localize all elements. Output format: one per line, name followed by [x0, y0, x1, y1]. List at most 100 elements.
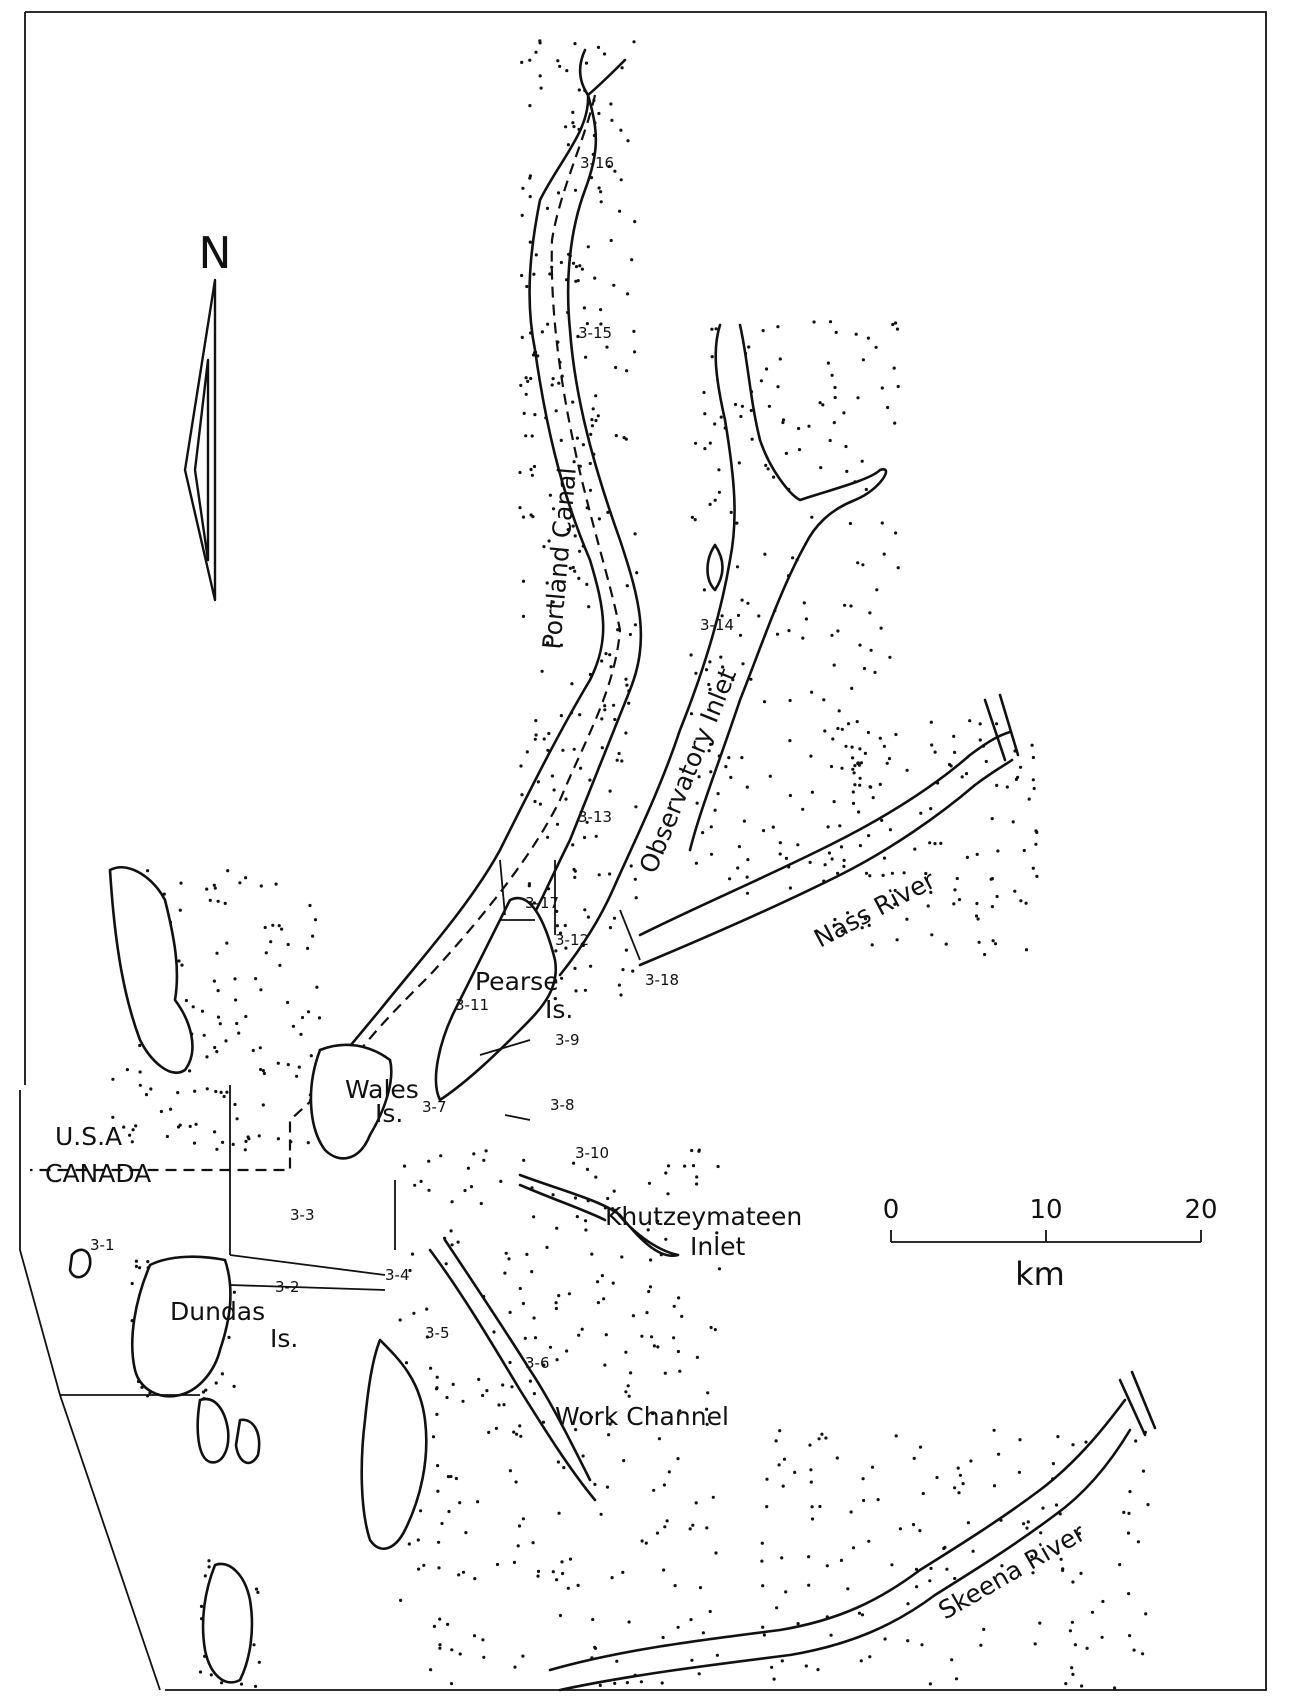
- stipple-dot: [572, 460, 576, 464]
- stipple-dot: [867, 923, 871, 928]
- stipple-dot: [707, 749, 711, 753]
- stipple-dot: [585, 820, 589, 824]
- stipple-dot: [518, 1286, 522, 1291]
- stipple-dot: [188, 1069, 192, 1073]
- stipple-dot: [1071, 1580, 1075, 1584]
- stipple-dot: [703, 412, 707, 416]
- stipple-dot: [702, 588, 707, 592]
- stipple-dot: [276, 1137, 280, 1141]
- stipple-dot: [920, 1643, 924, 1647]
- stipple-dot: [212, 979, 216, 983]
- stipple-dot: [204, 1388, 208, 1392]
- stipple-dot: [256, 1590, 260, 1594]
- stipple-dot: [954, 1677, 959, 1681]
- stipple-dot: [529, 376, 533, 381]
- stipple-dot: [574, 265, 579, 269]
- stipple-dot: [556, 191, 561, 195]
- stipple-dot: [579, 766, 583, 770]
- stipple-dot: [557, 1294, 561, 1298]
- stipple-dot: [220, 1681, 224, 1685]
- stipple-dot: [859, 1659, 863, 1663]
- stipple-dot: [556, 1460, 561, 1464]
- stipple-dot: [286, 1063, 290, 1067]
- stipple-dot: [1027, 797, 1031, 801]
- stipple-dot: [953, 888, 957, 892]
- stipple-dot: [520, 335, 524, 339]
- stipple-dot: [869, 648, 873, 652]
- stipple-dot: [662, 1483, 667, 1487]
- stipple-dot: [541, 1420, 546, 1424]
- stipple-dot: [978, 738, 982, 742]
- stipple-dot: [449, 1682, 454, 1686]
- stipple-dot: [749, 677, 753, 681]
- stipple-dot: [218, 1022, 222, 1026]
- stipple-dot: [184, 998, 188, 1003]
- stipple-dot: [765, 1477, 769, 1481]
- stipple-dot: [215, 951, 219, 955]
- stipple-dot: [577, 88, 581, 92]
- stipple-dot: [596, 1301, 601, 1305]
- stipple-dot: [205, 1087, 209, 1091]
- stipple-dot: [625, 584, 629, 588]
- stipple-dot: [893, 902, 897, 906]
- stipple-dot: [719, 415, 723, 419]
- stipple-dot: [644, 1541, 648, 1545]
- stipple-dot: [131, 1128, 135, 1132]
- stipple-dot: [627, 1620, 631, 1624]
- stipple-dot: [882, 552, 886, 556]
- stipple-dot: [1033, 1642, 1037, 1646]
- stipple-dot: [1132, 1648, 1136, 1652]
- stipple-dot: [858, 747, 862, 751]
- stipple-dot: [130, 1281, 134, 1286]
- stipple-dot: [861, 1477, 865, 1481]
- stipple-dot: [481, 1638, 485, 1642]
- stipple-dot: [222, 1094, 226, 1099]
- stipple-dot: [417, 1567, 421, 1571]
- stipple-dot: [622, 436, 626, 440]
- stipple-dot: [440, 1521, 444, 1526]
- khutzeymateen-inlet: [518, 1173, 680, 1258]
- stipple-dot: [1100, 1635, 1104, 1639]
- stipple-dot: [624, 948, 629, 952]
- stipple-dot: [905, 768, 909, 772]
- stipple-dot: [788, 739, 792, 743]
- stipple-dot: [1054, 1503, 1059, 1507]
- stipple-dot: [548, 493, 553, 497]
- stipple-dot: [216, 989, 220, 993]
- stipple-dot: [138, 1043, 142, 1048]
- stipple-dot: [593, 1645, 597, 1649]
- stipple-dot: [620, 66, 624, 70]
- stipple-dot: [588, 488, 593, 492]
- stipple-dot: [233, 1102, 237, 1107]
- stipple-dot: [690, 1658, 694, 1662]
- stipple-dot: [665, 1519, 669, 1523]
- stipple-dot: [1141, 1469, 1146, 1473]
- stipple-dot: [573, 534, 577, 538]
- stipple-dot: [838, 824, 842, 828]
- stipple-dot: [852, 771, 856, 775]
- stipple-dot: [778, 841, 782, 845]
- stipple-dot: [561, 748, 565, 752]
- stipple-dot: [975, 901, 979, 906]
- stipple-dot: [840, 766, 844, 770]
- stipple-dot: [864, 871, 869, 875]
- stipple-dot: [746, 858, 750, 862]
- stipple-dot: [840, 929, 844, 933]
- stipple-dot: [761, 329, 765, 333]
- stipple-dot: [993, 942, 998, 946]
- stipple-dot: [530, 473, 535, 477]
- stipple-dot: [663, 1525, 667, 1529]
- stipple-dot: [554, 409, 558, 413]
- stipple-dot: [706, 1391, 710, 1395]
- stipple-dot: [286, 1000, 290, 1005]
- stipple-dot: [939, 841, 943, 846]
- stipple-dot: [863, 751, 868, 756]
- stipple-dot: [660, 1681, 664, 1685]
- stipple-dot: [862, 1498, 866, 1503]
- stipple-dot: [851, 756, 855, 760]
- stipple-dot: [542, 1363, 546, 1367]
- stipple-dot: [1077, 1532, 1081, 1536]
- segment-label: 3-2: [275, 1278, 300, 1296]
- stipple-dot: [834, 330, 838, 334]
- stipple-dot: [533, 737, 537, 741]
